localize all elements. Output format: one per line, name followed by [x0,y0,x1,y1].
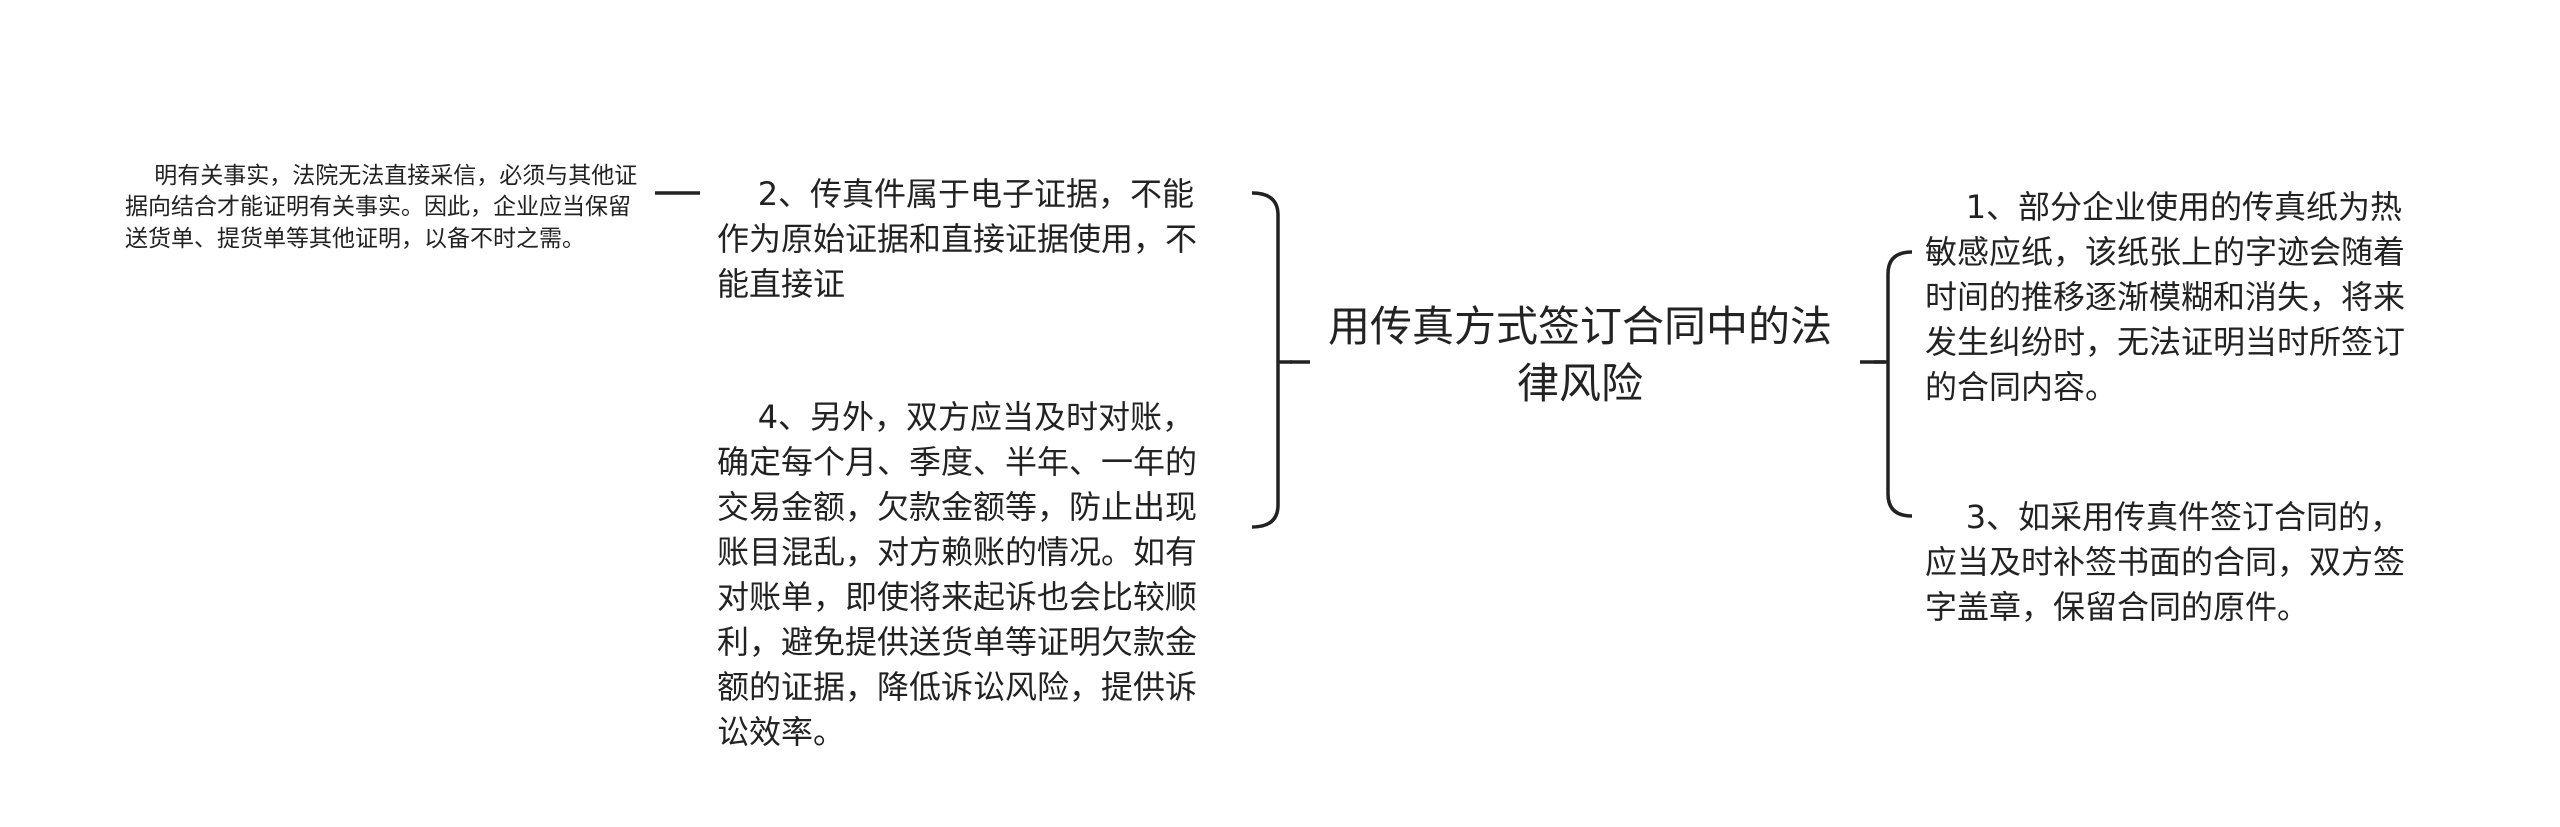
bracket-right [1874,250,1913,518]
root-topic[interactable]: 用传真方式签订合同中的法律风险 [1327,302,1832,408]
bracket-left [1251,191,1292,529]
right-node-3[interactable]: 3、如采用传真件签订合同的，应当及时补签书面的合同，双方签字盖章，保留合同的原件… [1925,450,2430,675]
left-node-2[interactable]: 2、传真件属于电子证据，不能作为原始证据和直接证据使用，不能直接证 [717,127,1222,352]
left-node-2-child[interactable]: 明有关事实，法院无法直接采信，必须与其他证据向结合才能证明有关事实。因此，企业应… [125,129,645,287]
left-node-4[interactable]: 4、另外，双方应当及时对账，确定每个月、季度、半年、一年的交易金额，欠款金额等，… [717,350,1222,800]
right-node-3-text: 3、如采用传真件签订合同的，应当及时补签书面的合同，双方签字盖章，保留合同的原件… [1925,498,2406,626]
left-node-2-text: 2、传真件属于电子证据，不能作为原始证据和直接证据使用，不能直接证 [717,175,1198,303]
right-node-1[interactable]: 1、部分企业使用的传真纸为热敏感应纸，该纸张上的字迹会随着时间的推移逐渐模糊和消… [1925,140,2430,455]
right-node-1-text: 1、部分企业使用的传真纸为热敏感应纸，该纸张上的字迹会随着时间的推移逐渐模糊和消… [1925,188,2406,406]
left-node-4-text: 4、另外，双方应当及时对账，确定每个月、季度、半年、一年的交易金额，欠款金额等，… [717,398,1198,751]
left-node-2-child-text: 明有关事实，法院无法直接采信，必须与其他证据向结合才能证明有关事实。因此，企业应… [125,162,638,252]
